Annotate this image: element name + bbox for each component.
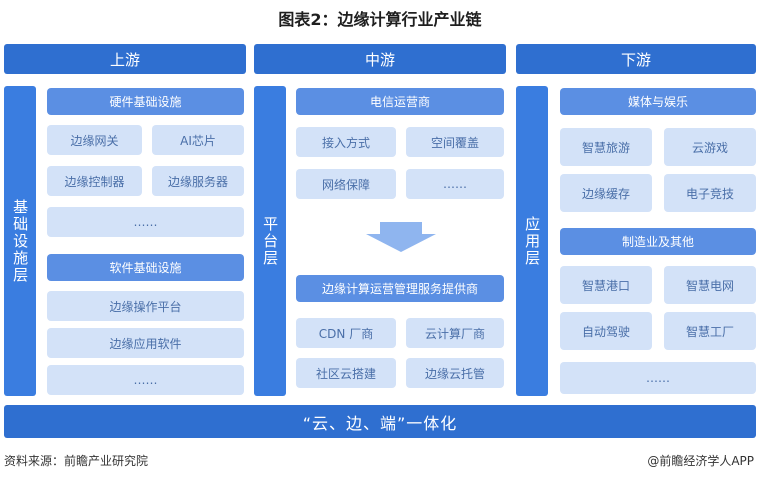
item-edge-controller: 边缘控制器	[47, 166, 142, 196]
footer-source: 资料来源：前瞻产业研究院	[4, 454, 149, 468]
side-application-layer: 应用层	[516, 86, 548, 396]
item-ai-chip: AI芯片	[152, 125, 244, 155]
category-software: 软件基础设施	[47, 254, 244, 281]
item-manufacturing-more: ……	[560, 362, 756, 394]
item-cloud-gaming: 云游戏	[664, 128, 756, 166]
item-edge-app-software: 边缘应用软件	[47, 328, 244, 358]
item-edge-gateway: 边缘网关	[47, 125, 142, 155]
side-platform-layer: 平台层	[254, 86, 286, 396]
category-manufacturing-other: 制造业及其他	[560, 228, 756, 255]
category-telecom: 电信运营商	[296, 88, 504, 115]
footer-credit: @前瞻经济学人APP	[647, 454, 754, 468]
item-autonomous-driving: 自动驾驶	[560, 312, 652, 350]
bottom-integration-bar: “云、边、端”一体化	[4, 405, 756, 438]
down-arrow-icon	[366, 222, 436, 252]
category-media-entertainment: 媒体与娱乐	[560, 88, 756, 115]
category-service-provider: 边缘计算运营管理服务提供商	[296, 275, 504, 302]
item-smart-tourism: 智慧旅游	[560, 128, 652, 166]
item-telecom-more: ……	[406, 169, 504, 199]
item-space-coverage: 空间覆盖	[406, 127, 504, 157]
header-midstream: 中游	[254, 44, 506, 74]
item-cloud-vendor: 云计算厂商	[406, 318, 504, 348]
item-hardware-more: ……	[47, 207, 244, 237]
header-downstream: 下游	[516, 44, 756, 74]
item-cdn-vendor: CDN 厂商	[296, 318, 396, 348]
item-esports: 电子竞技	[664, 174, 756, 212]
item-edge-cloud-hosting: 边缘云托管	[406, 358, 504, 388]
item-edge-cache: 边缘缓存	[560, 174, 652, 212]
item-smart-factory: 智慧工厂	[664, 312, 756, 350]
item-edge-server: 边缘服务器	[152, 166, 244, 196]
item-smart-port: 智慧港口	[560, 266, 652, 304]
item-access-method: 接入方式	[296, 127, 396, 157]
item-software-more: ……	[47, 365, 244, 395]
side-infrastructure-layer: 基础设施层	[4, 86, 36, 396]
header-upstream: 上游	[4, 44, 246, 74]
category-hardware: 硬件基础设施	[47, 88, 244, 115]
item-edge-os-platform: 边缘操作平台	[47, 291, 244, 321]
item-community-cloud: 社区云搭建	[296, 358, 396, 388]
item-smart-grid: 智慧电网	[664, 266, 756, 304]
chart-title: 图表2：边缘计算行业产业链	[278, 10, 482, 29]
item-network-assurance: 网络保障	[296, 169, 396, 199]
